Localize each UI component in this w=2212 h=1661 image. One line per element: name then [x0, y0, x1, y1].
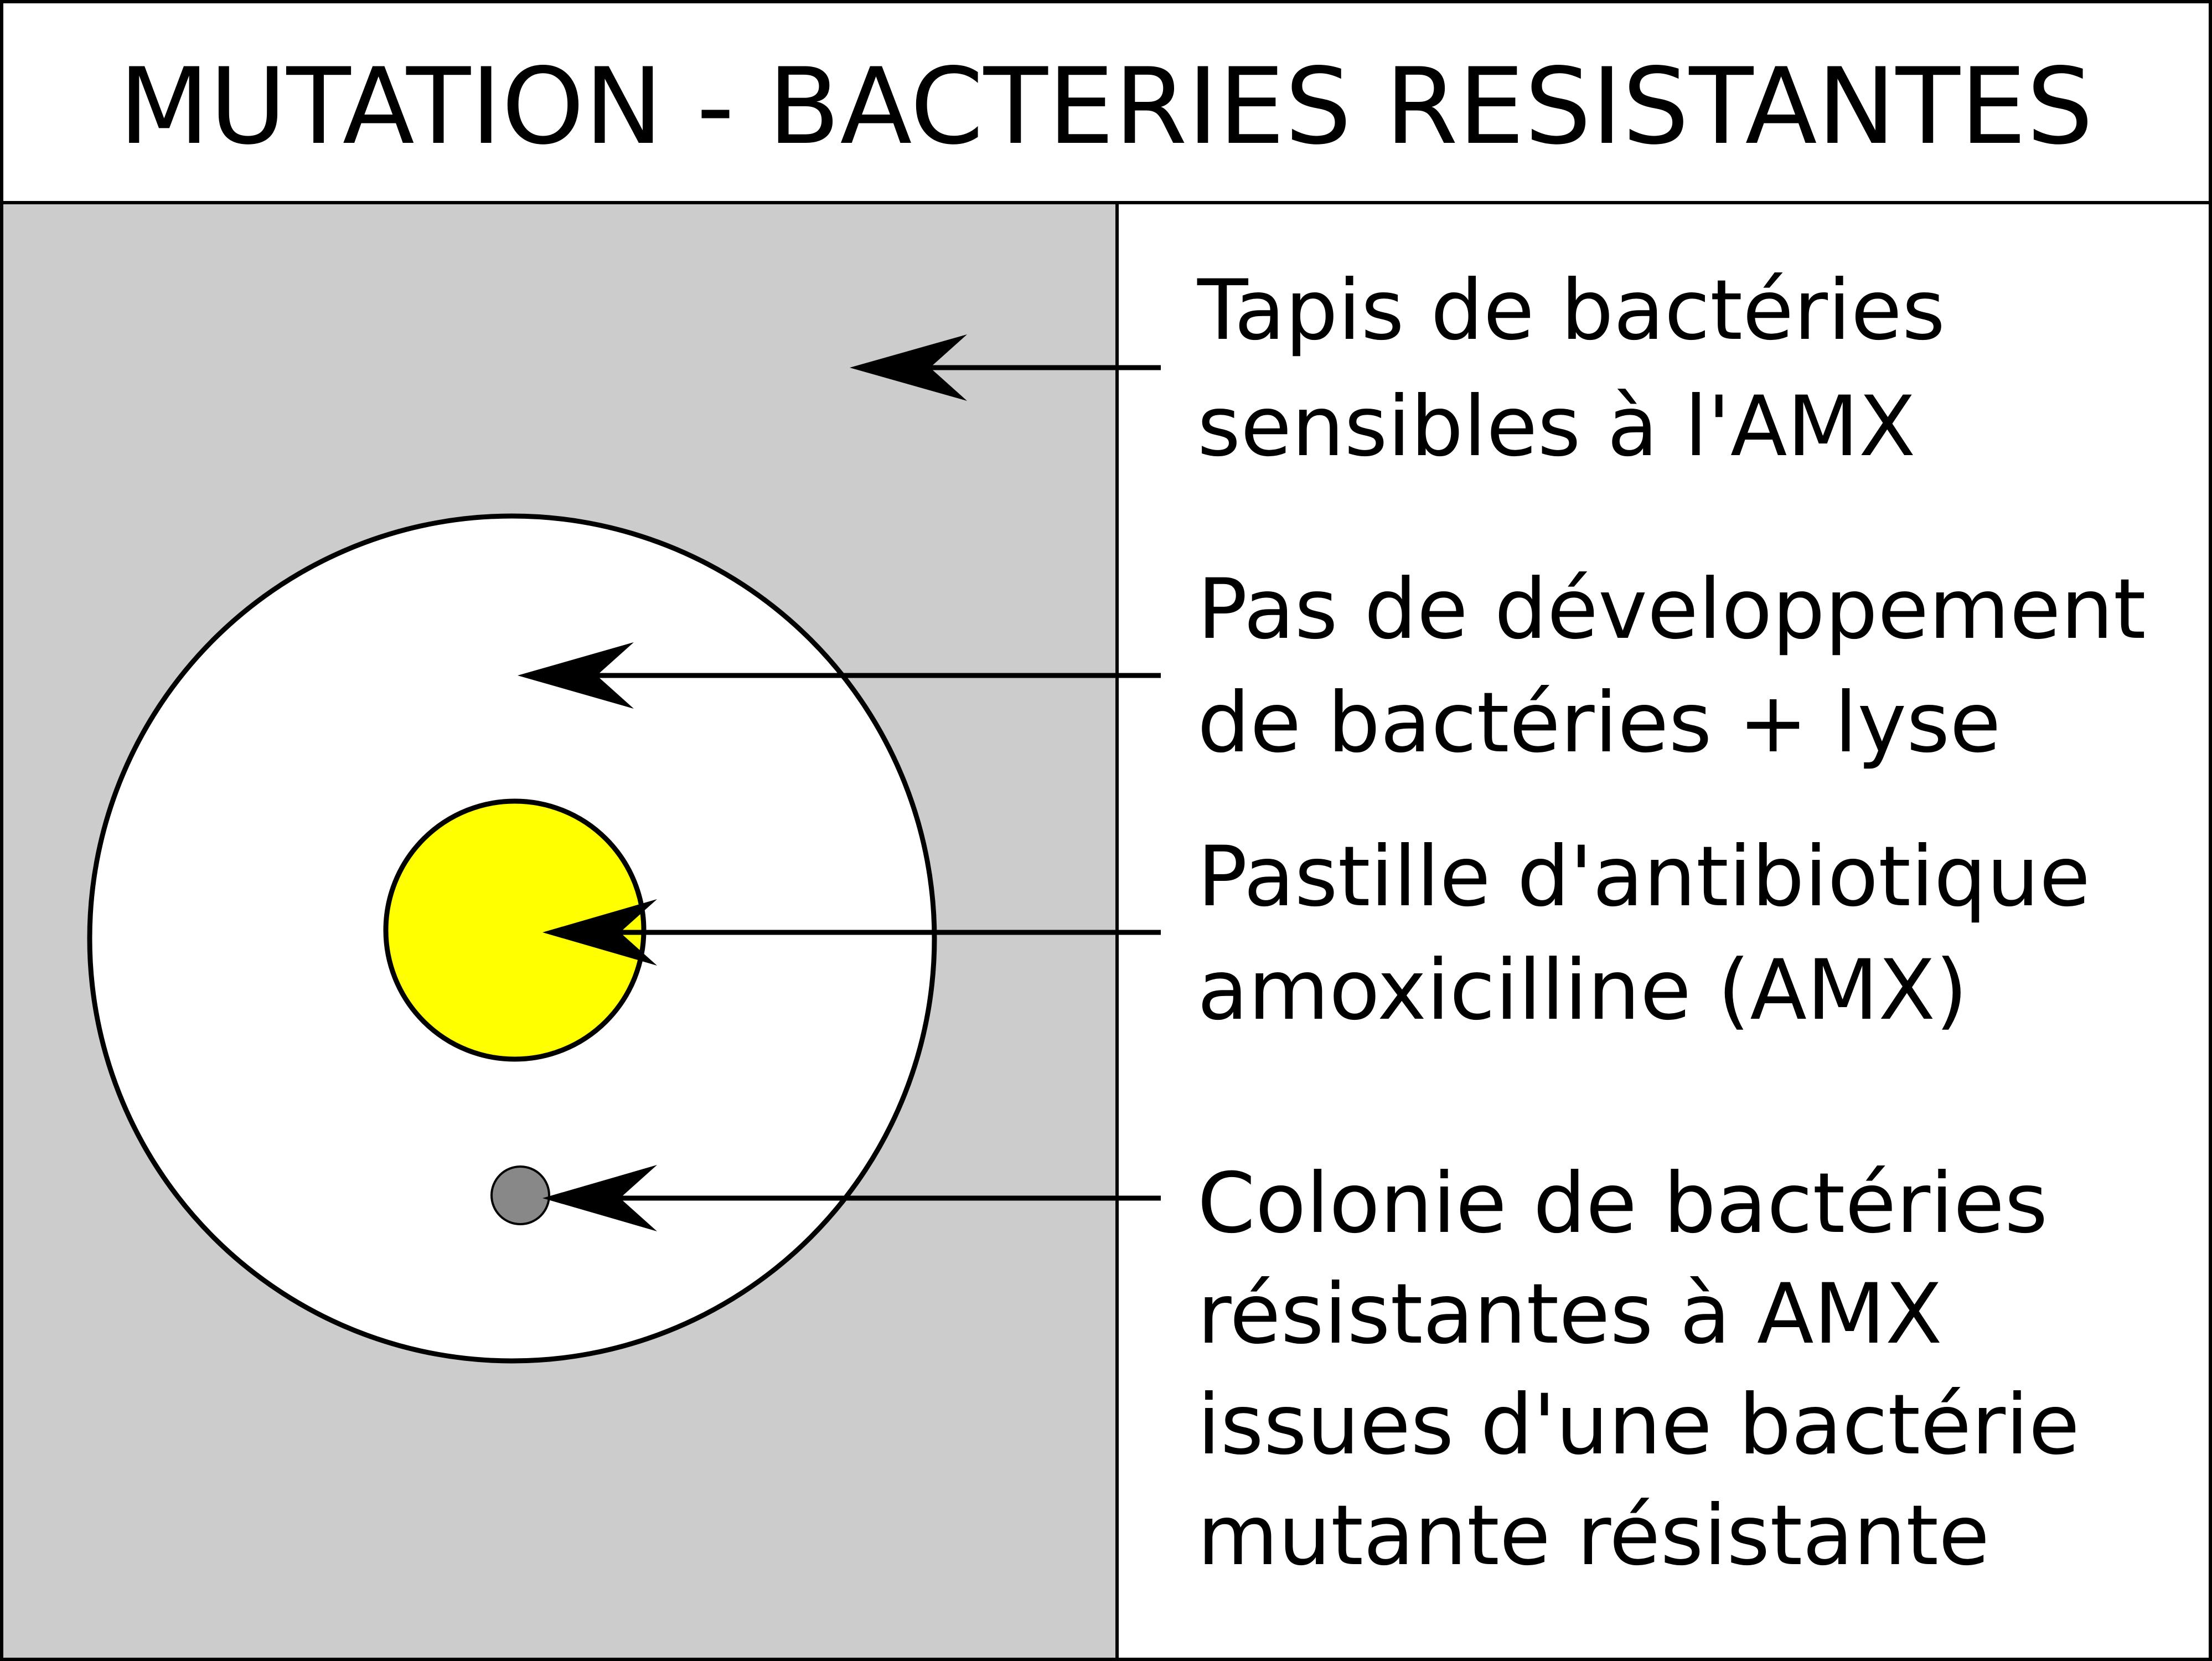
colony-label-line-1: Colonie de bactéries [1197, 1156, 2048, 1252]
arrow-left-icon [542, 899, 1161, 966]
lawn-label-line-2: sensibles à l'AMX [1197, 379, 1916, 475]
inhibition-label-line-2: de bactéries + lyse [1197, 675, 2001, 771]
arrow-left-icon [850, 334, 1161, 401]
arrow-left-icon [542, 1165, 1161, 1231]
colony-label-line-2: résistantes à AMX [1197, 1266, 1942, 1363]
resistant-colony [490, 1165, 550, 1225]
disc-label-line-2: amoxicilline (AMX) [1197, 942, 1968, 1039]
disc-label-line-1: Pastille d'antibiotique [1197, 829, 2090, 925]
page-title: MUTATION - BACTERIES RESISTANTES [119, 45, 2094, 168]
colony-label-line-4: mutante résistante [1197, 1488, 1989, 1584]
colony-label-line-3: issues d'une bactérie [1197, 1377, 2080, 1473]
arrow-left-icon [518, 642, 1161, 709]
lawn-label-line-1: Tapis de bactéries [1197, 262, 1945, 359]
inhibition-label-line-1: Pas de développement [1197, 561, 2146, 658]
